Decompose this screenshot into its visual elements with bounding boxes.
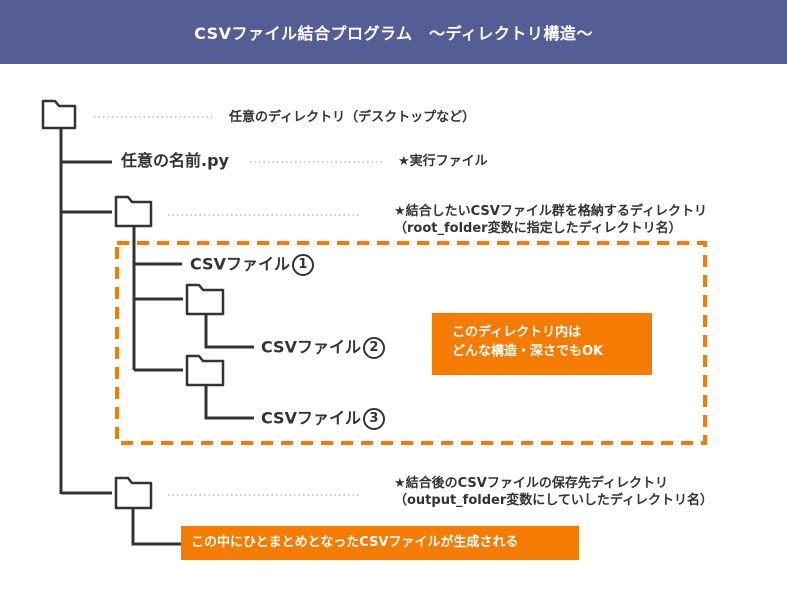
csv-file-1-number: 1 [291, 254, 314, 276]
page-title: CSVファイル結合プログラム 〜ディレクトリ構造〜 [194, 24, 593, 43]
structure-note-line-2: どんな構造・深さでもOK [452, 344, 604, 359]
output-note-callout: この中にひとまとめとなったCSVファイルが生成される [181, 526, 579, 560]
output-folder-label: ★結合後のCSVファイルの保存先ディレクトリ （output_folder変数に… [394, 475, 713, 509]
csv-file-1-label: CSVファイル [190, 254, 290, 274]
root-folder-label-line-1: ★結合したいCSVファイル群を格納するディレクトリ [394, 204, 707, 219]
root-folder-label-line-2: （root_folder変数に指定したディレクトリ名） [394, 221, 682, 236]
flexible-structure-region [115, 241, 707, 445]
leader-lines [94, 116, 382, 496]
csv-file-3-number: 3 [362, 408, 385, 430]
output-folder-label-line-1: ★結合後のCSVファイルの保存先ディレクトリ [394, 476, 668, 491]
tree-connectors [59, 126, 254, 546]
root-directory-label: 任意のディレクトリ（デスクトップなど） [229, 110, 476, 125]
script-file-name: 任意の名前.py [121, 151, 229, 170]
structure-note-callout: このディレクトリ内は どんな構造・深さでもOK [432, 313, 652, 375]
folder-icon [185, 354, 225, 387]
csv-file-3-label: CSVファイル [261, 408, 361, 428]
folder-icon [114, 195, 153, 228]
output-folder-label-line-2: （output_folder変数にしていしたディレクトリ名） [394, 493, 713, 508]
csv-file-2-number: 2 [362, 337, 385, 359]
folder-icon [41, 99, 77, 130]
script-file-label: ★実行ファイル [398, 154, 488, 169]
branch-csv2-line [204, 314, 254, 349]
folder-icon [114, 476, 153, 510]
branch-output-callout-line [131, 508, 181, 546]
branch-csv3-line [204, 385, 254, 420]
folder-icon [185, 283, 225, 316]
csv-file-2-label: CSVファイル [261, 337, 361, 357]
root-folder-label: ★結合したいCSVファイル群を格納するディレクトリ （root_folder変数… [394, 203, 707, 237]
header-bar: CSVファイル結合プログラム 〜ディレクトリ構造〜 [0, 0, 787, 64]
structure-note-line-1: このディレクトリ内は [452, 325, 582, 340]
